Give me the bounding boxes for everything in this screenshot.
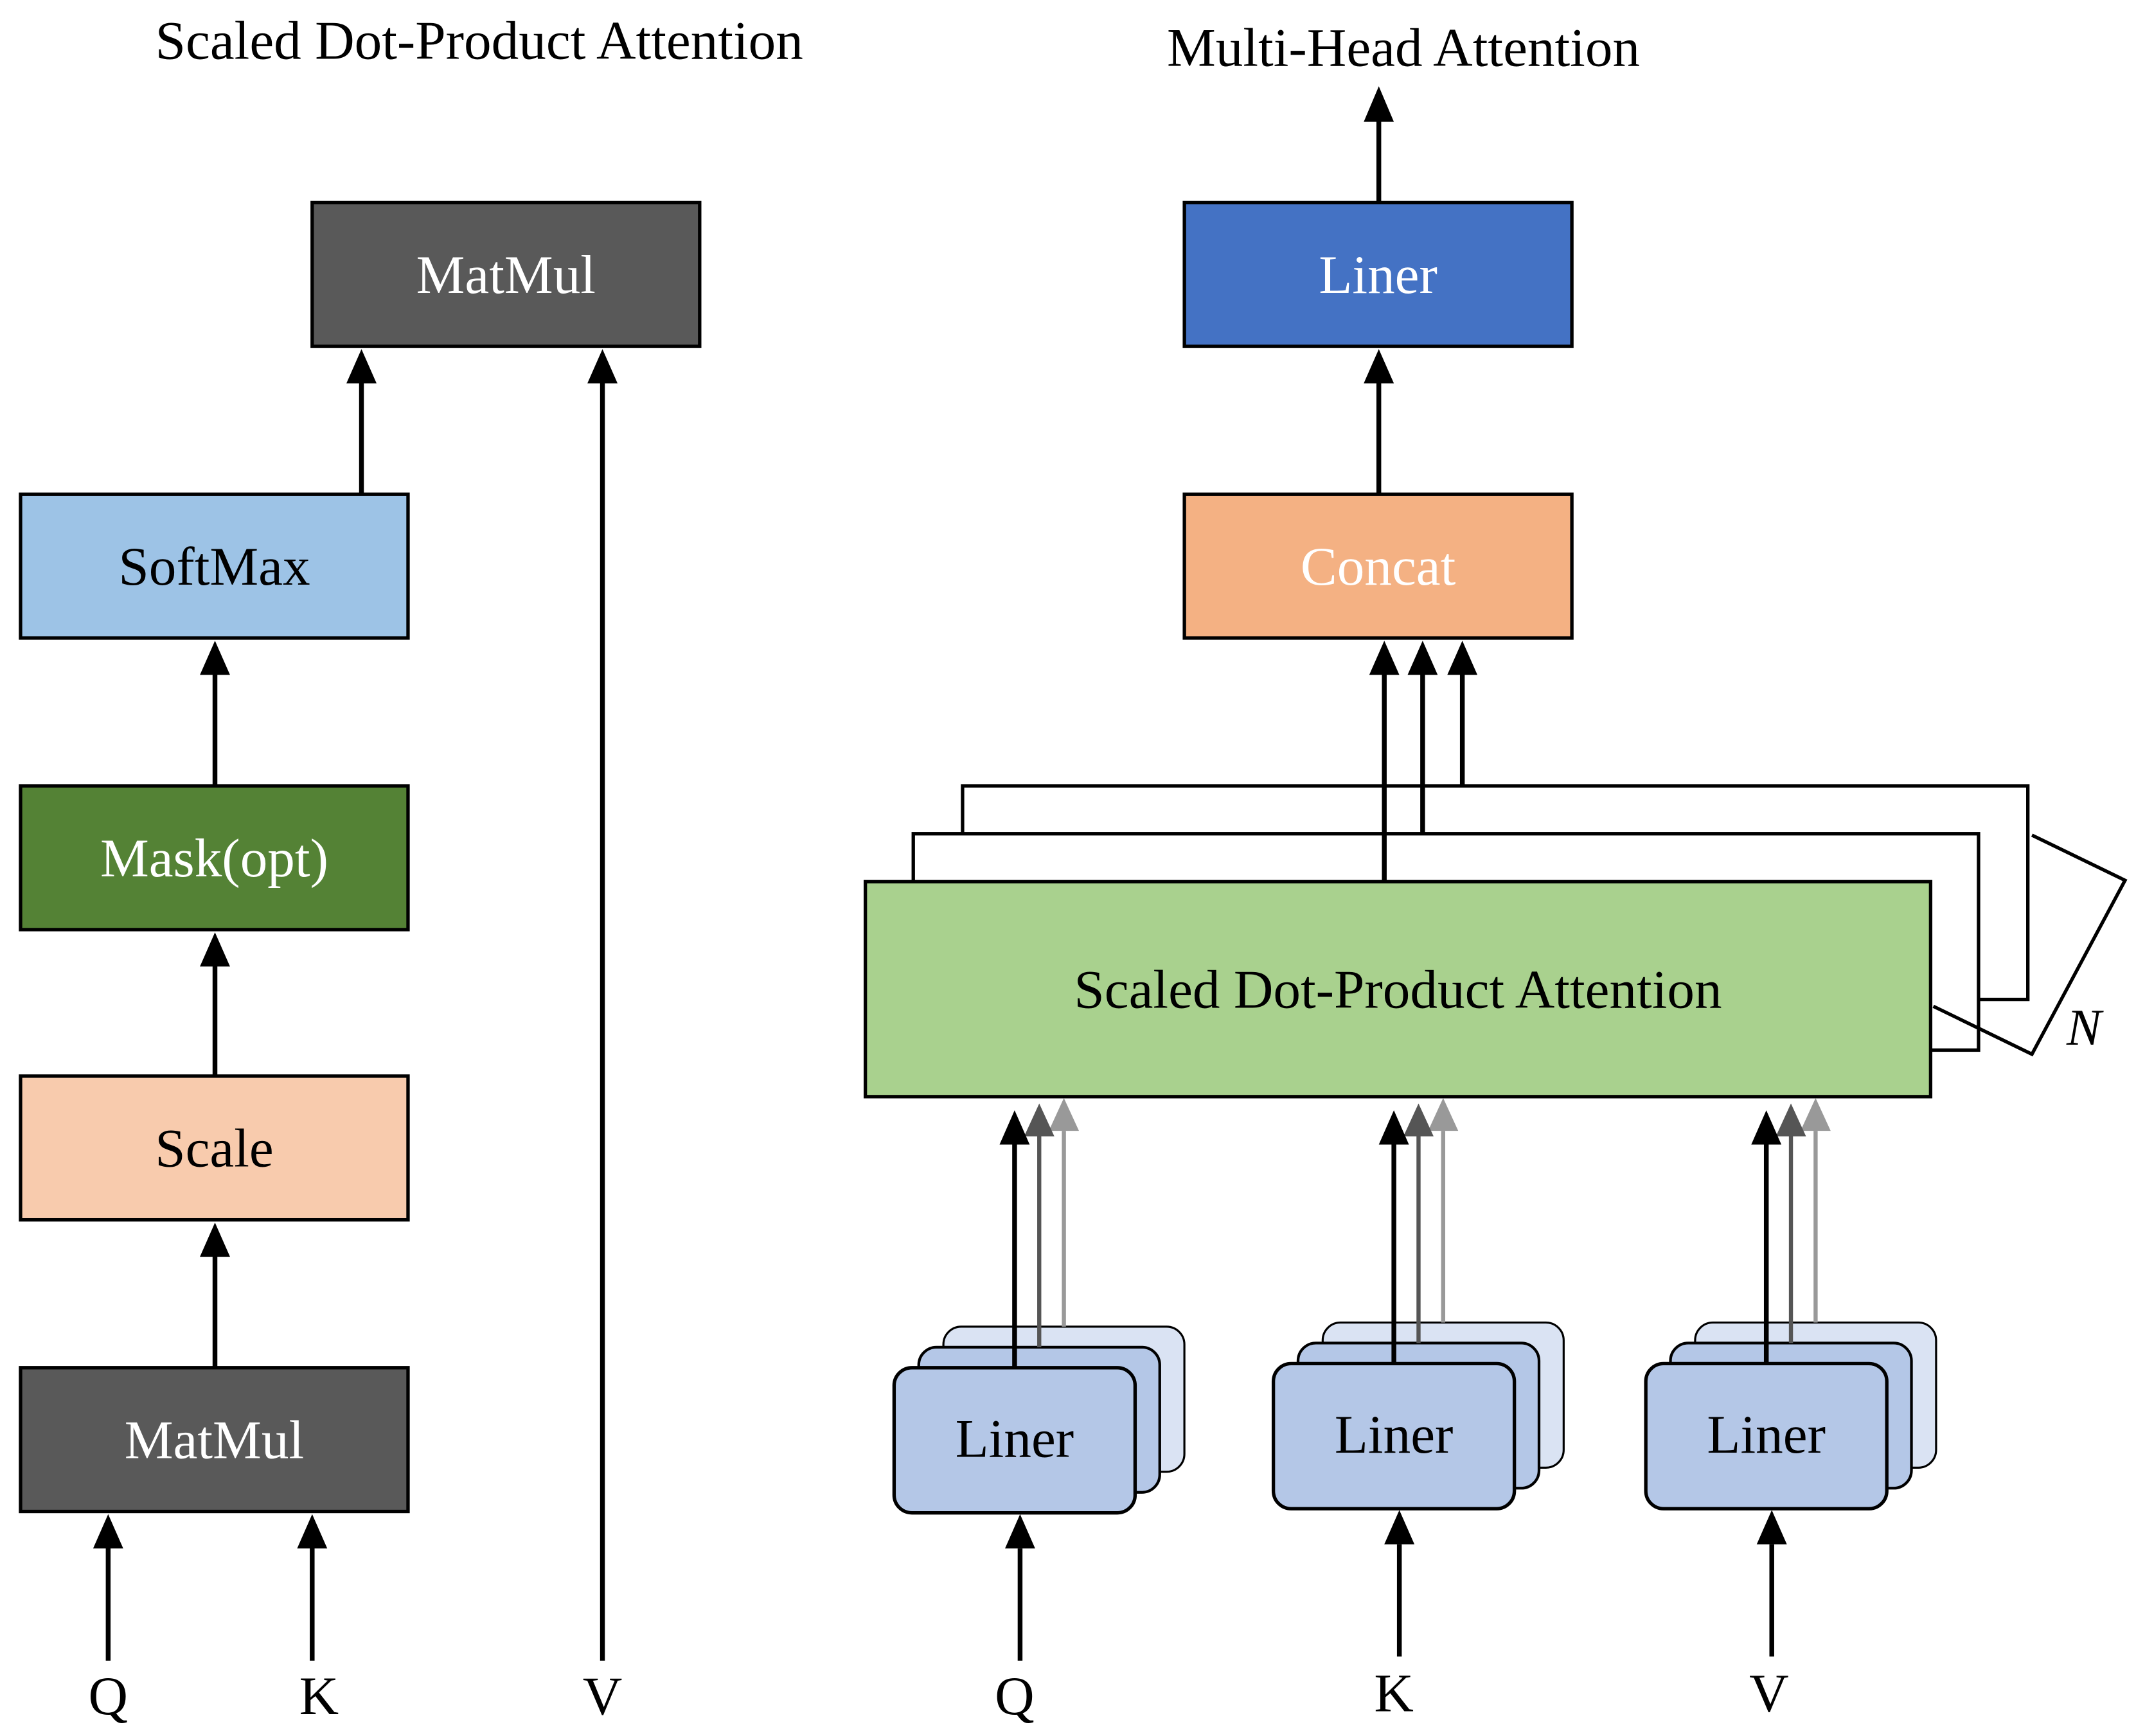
concat-block: Concat xyxy=(1182,492,1574,640)
mask-block: Mask(opt) xyxy=(19,784,410,932)
softmax-label: SoftMax xyxy=(118,536,310,597)
right-input-k: K xyxy=(1374,1663,1414,1724)
v-to-sdpa-arrows xyxy=(1751,1097,1831,1364)
linear-q-stack: Liner xyxy=(892,1325,1186,1515)
left-arrows xyxy=(93,349,618,1661)
scale-label: Scale xyxy=(155,1119,274,1179)
scale-block: Scale xyxy=(19,1074,410,1222)
linear-k-stack: Liner xyxy=(1271,1321,1565,1510)
right-panel-title: Multi-Head Attention xyxy=(1167,17,1640,78)
linear-q-label: Liner xyxy=(956,1408,1074,1469)
linear-k-label: Liner xyxy=(1335,1404,1454,1465)
linear-v-label: Liner xyxy=(1707,1404,1826,1465)
output-arrow xyxy=(1364,86,1394,203)
right-input-arrows xyxy=(1004,1510,1787,1661)
matmul-bottom-block: MatMul xyxy=(19,1366,410,1514)
concat-to-linear-arrow xyxy=(1364,349,1394,495)
linear-output-label: Liner xyxy=(1319,245,1437,305)
matmul-bottom-label: MatMul xyxy=(125,1410,304,1470)
k-to-sdpa-arrows xyxy=(1378,1097,1459,1364)
mask-label: Mask(opt) xyxy=(100,828,328,889)
linear-output-block: Liner xyxy=(1182,200,1574,348)
sdpa-block: Scaled Dot-Product Attention xyxy=(863,880,1933,1099)
softmax-block: SoftMax xyxy=(19,492,410,640)
heads-bracket: N xyxy=(1932,833,2128,1057)
left-input-v: V xyxy=(583,1666,623,1726)
left-input-k: K xyxy=(299,1666,339,1726)
left-input-q: Q xyxy=(89,1666,129,1726)
left-panel-title: Scaled Dot-Product Attention xyxy=(156,11,803,71)
head-output-arrows xyxy=(1369,641,1478,882)
heads-count-label: N xyxy=(2066,998,2104,1056)
q-to-sdpa-arrows xyxy=(999,1097,1080,1368)
right-input-q: Q xyxy=(995,1666,1035,1726)
matmul-top-block: MatMul xyxy=(310,200,702,348)
matmul-top-label: MatMul xyxy=(416,245,596,305)
concat-label: Concat xyxy=(1301,536,1456,597)
right-input-v: V xyxy=(1749,1663,1789,1724)
sdpa-label: Scaled Dot-Product Attention xyxy=(1074,959,1722,1020)
linear-v-stack: Liner xyxy=(1644,1321,1937,1510)
